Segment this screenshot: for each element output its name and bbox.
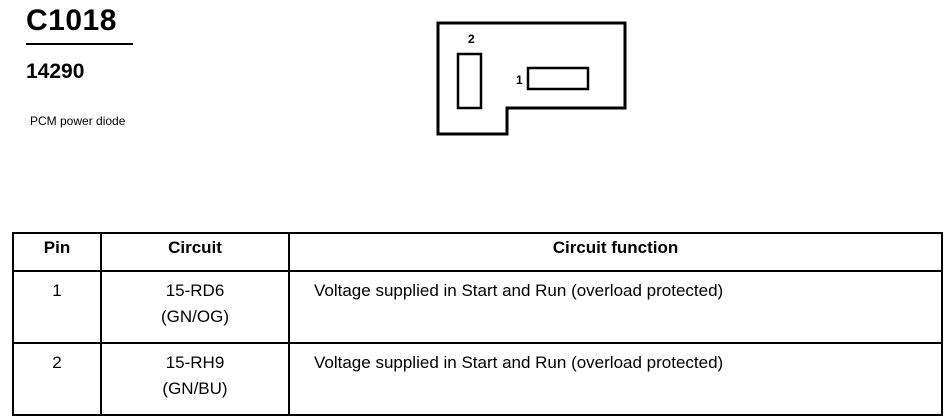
circuit-number: 15-RD6 xyxy=(165,281,225,300)
title-underline xyxy=(26,43,133,45)
pin-cell: 2 xyxy=(12,342,102,416)
wire-color: (GN/OG) xyxy=(161,307,229,326)
table-header-row: Pin Circuit Circuit function xyxy=(12,232,943,272)
pin-cell: 1 xyxy=(12,270,102,344)
pin-circuit-table: Pin Circuit Circuit function 1 15-RD6 (G… xyxy=(12,232,943,416)
header-circuit: Circuit xyxy=(100,232,290,272)
connector-outline xyxy=(436,21,627,136)
circuit-number: 15-RH9 xyxy=(165,353,225,372)
table-row: 1 15-RD6 (GN/OG) Voltage supplied in Sta… xyxy=(12,270,943,344)
header-pin: Pin xyxy=(12,232,102,272)
pin-2-terminal xyxy=(456,52,483,110)
pin-2-label: 2 xyxy=(468,32,475,46)
circuit-cell: 15-RH9 (GN/BU) xyxy=(100,342,290,416)
connector-description: PCM power diode xyxy=(30,114,126,128)
part-number: 14290 xyxy=(26,60,85,83)
circuit-cell: 15-RD6 (GN/OG) xyxy=(100,270,290,344)
connector-id: C1018 xyxy=(26,4,117,37)
wire-color: (GN/BU) xyxy=(162,379,228,398)
header-circuit-function: Circuit function xyxy=(288,232,943,272)
circuit-function-cell: Voltage supplied in Start and Run (overl… xyxy=(288,270,943,344)
table-row: 2 15-RH9 (GN/BU) Voltage supplied in Sta… xyxy=(12,342,943,416)
pin-1-label: 1 xyxy=(516,73,523,87)
connector-face-diagram: 2 1 xyxy=(436,21,627,136)
circuit-function-cell: Voltage supplied in Start and Run (overl… xyxy=(288,342,943,416)
pin-1-terminal xyxy=(526,66,590,91)
